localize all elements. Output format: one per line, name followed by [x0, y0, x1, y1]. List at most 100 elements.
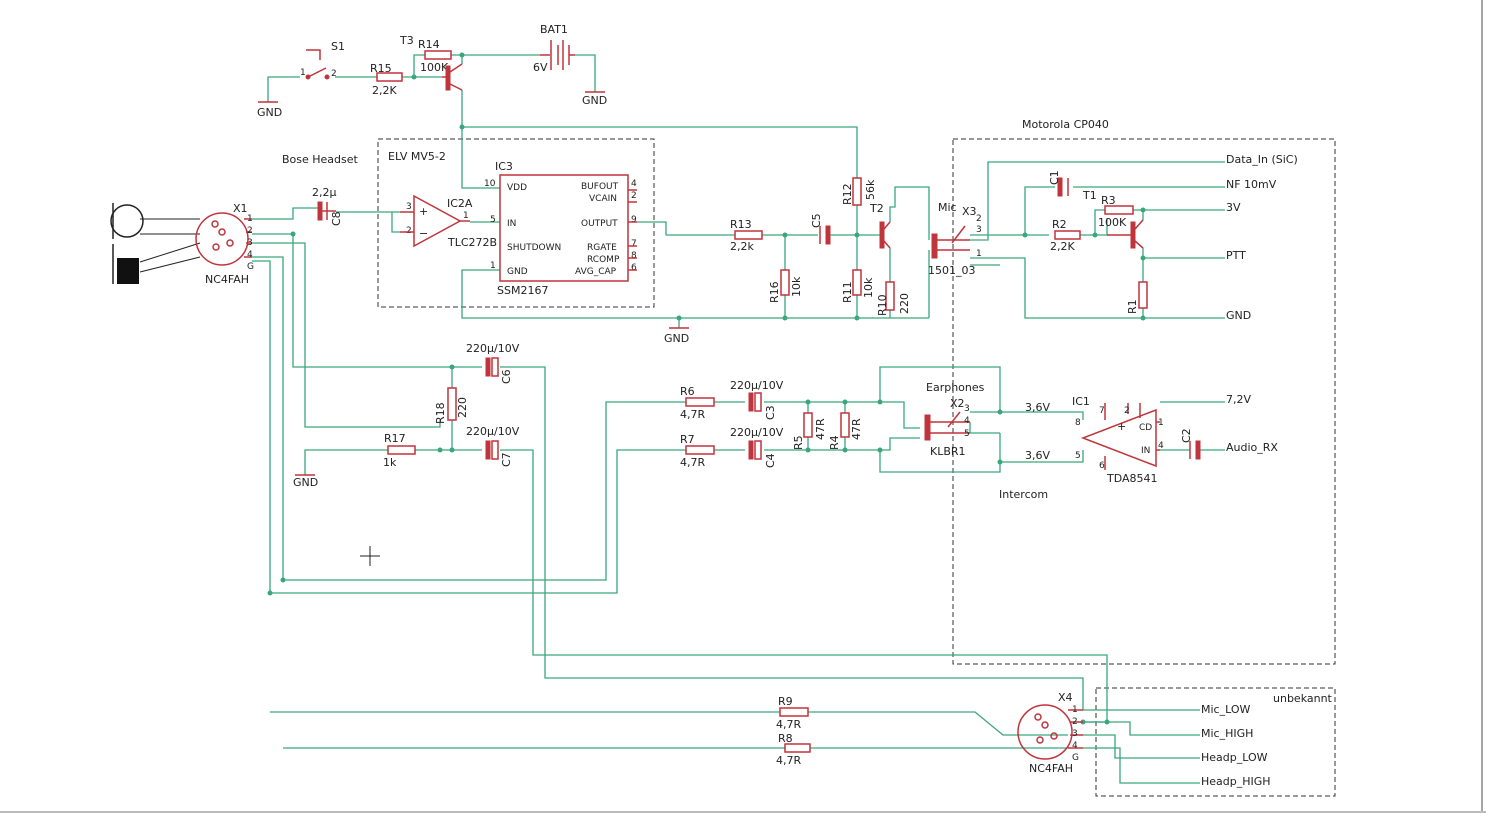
- net-label-3v6-a: 3,6V: [1025, 401, 1050, 414]
- x1-pin: 4: [247, 250, 253, 260]
- net-label-gnd: GND: [1226, 309, 1251, 322]
- switch-s1: S1 1 2: [300, 40, 345, 80]
- ic1-cd: CD: [1139, 423, 1152, 433]
- x2-pin: 4: [964, 416, 970, 426]
- c8-value: 2,2µ: [312, 186, 337, 199]
- ic3-pin-name: OUTPUT: [581, 219, 618, 229]
- x4-value: NC4FAH: [1029, 762, 1073, 775]
- r2-value: 2,2K: [1050, 240, 1075, 253]
- capacitor-c8: 2,2µ C8: [312, 186, 343, 226]
- c4-value: 220µ/10V: [730, 426, 784, 439]
- ic1-pin: 1: [1158, 418, 1164, 428]
- t2-name: T2: [869, 202, 884, 215]
- net-label-7v2: 7,2V: [1226, 393, 1251, 406]
- jack-x3: Mic X3 1501_03 2 3 1: [928, 201, 982, 277]
- x3-name: X3: [962, 205, 977, 218]
- connector-x4: X4 NC4FAH 1 2 3 4 G: [1017, 691, 1083, 775]
- r5-name: R5: [792, 435, 805, 450]
- ic3-pin-num: 1: [490, 261, 496, 271]
- r8-name: R8: [778, 732, 793, 745]
- gnd-symbols: GND GND GND GND: [257, 91, 689, 489]
- x4-pin: G: [1072, 753, 1079, 763]
- r18-value: 220: [456, 397, 469, 418]
- c6-value: 220µ/10V: [466, 342, 520, 355]
- r17-value: 1k: [383, 456, 397, 469]
- transistor-t2: T2: [869, 202, 891, 249]
- ic2a-pin: 3: [406, 202, 412, 212]
- c7-value: 220µ/10V: [466, 425, 520, 438]
- resistor-r12: R12 56k: [841, 177, 877, 206]
- r3-name: R3: [1101, 194, 1116, 207]
- r7-name: R7: [680, 433, 695, 446]
- x1-name: X1: [233, 202, 248, 215]
- motorola-frame: [952, 138, 1336, 665]
- junctions: [267, 52, 1146, 725]
- battery-bat1: BAT1 6V: [533, 23, 575, 74]
- resistor-r16: R16 10k: [768, 269, 803, 303]
- c5-name: C5: [810, 213, 823, 228]
- r14-name: R14: [418, 38, 440, 51]
- elv-frame: [377, 138, 655, 308]
- transistor-t3: T3: [399, 34, 463, 91]
- r17-name: R17: [384, 432, 406, 445]
- net-label-mic-high: Mic_HIGH: [1201, 727, 1253, 740]
- t3-name: T3: [399, 34, 414, 47]
- t1-name: T1: [1082, 189, 1097, 202]
- r9-name: R9: [778, 695, 793, 708]
- net-label-data-in: Data_In (SiC): [1226, 153, 1298, 166]
- x2-pin: 5: [964, 429, 970, 439]
- resistor-r5: R5 47R: [792, 412, 827, 450]
- c4-name: C4: [764, 453, 777, 468]
- net-label-audio-rx: Audio_RX: [1226, 441, 1278, 454]
- s1-pin1: 1: [300, 68, 306, 78]
- gnd-label-2: GND: [582, 94, 607, 107]
- r16-value: 10k: [790, 276, 803, 297]
- svg-text:−: −: [419, 227, 428, 240]
- net-label-ptt: PTT: [1226, 249, 1246, 262]
- capacitor-c6: 220µ/10V C6: [466, 342, 520, 384]
- r14-value: 100K: [420, 61, 449, 74]
- unbekannt-frame: [1095, 687, 1336, 797]
- connector-x1: X1 NC4FAH 1 2 3 4 G: [195, 202, 254, 286]
- ic1-pin: 4: [1158, 441, 1164, 451]
- r6-value: 4,7R: [680, 408, 705, 421]
- ic3-pin-num: 6: [631, 263, 637, 273]
- r15-name: R15: [370, 62, 392, 75]
- bat1-name: BAT1: [540, 23, 568, 36]
- x4-pin: 4: [1072, 741, 1078, 751]
- unbekannt-frame-title: unbekannt: [1273, 692, 1333, 705]
- resistor-r14: R14 100K: [418, 38, 452, 74]
- resistor-r10: R10 220: [876, 281, 911, 316]
- r5-value: 47R: [814, 418, 827, 440]
- r4-value: 47R: [850, 418, 863, 440]
- jack-x2: Earphones X2 KLBR1 3 4 5: [924, 381, 985, 458]
- ic1-pin: 2: [1124, 406, 1130, 416]
- ic3-pin-num: 8: [631, 251, 637, 261]
- r16-name: R16: [768, 281, 781, 303]
- r6-name: R6: [680, 385, 695, 398]
- s1-pin2: 2: [331, 69, 337, 79]
- net-label-headp-low: Headp_LOW: [1201, 751, 1268, 764]
- ic3-pin-num: 7: [631, 239, 637, 249]
- ic3-name: IC3: [495, 160, 513, 173]
- opamp-ic2a: + − IC2A TLC272B 3 2 1: [400, 194, 497, 249]
- ic2a-name: IC2A: [447, 197, 473, 210]
- x3-value: 1501_03: [928, 264, 976, 277]
- r13-value: 2,2k: [730, 240, 754, 253]
- capacitor-c4: 220µ/10V C4: [730, 426, 784, 468]
- r10-value: 220: [898, 293, 911, 314]
- capacitor-c2: C2: [1180, 428, 1201, 460]
- net-label-mic-low: Mic_LOW: [1201, 703, 1250, 716]
- r12-name: R12: [841, 183, 854, 205]
- net-label-3v6-b: 3,6V: [1025, 449, 1050, 462]
- x4-name: X4: [1058, 691, 1073, 704]
- capacitor-c1: C1: [1048, 170, 1069, 197]
- motorola-frame-title: Motorola CP040: [1022, 118, 1109, 131]
- ic1-name: IC1: [1072, 395, 1090, 408]
- x1-pin: G: [247, 262, 254, 272]
- bose-headset-label: Bose Headset: [282, 153, 359, 166]
- gnd-label-1: GND: [257, 106, 282, 119]
- ic3-pin-num: 2: [631, 191, 637, 201]
- resistor-r18: R18 220: [434, 387, 469, 424]
